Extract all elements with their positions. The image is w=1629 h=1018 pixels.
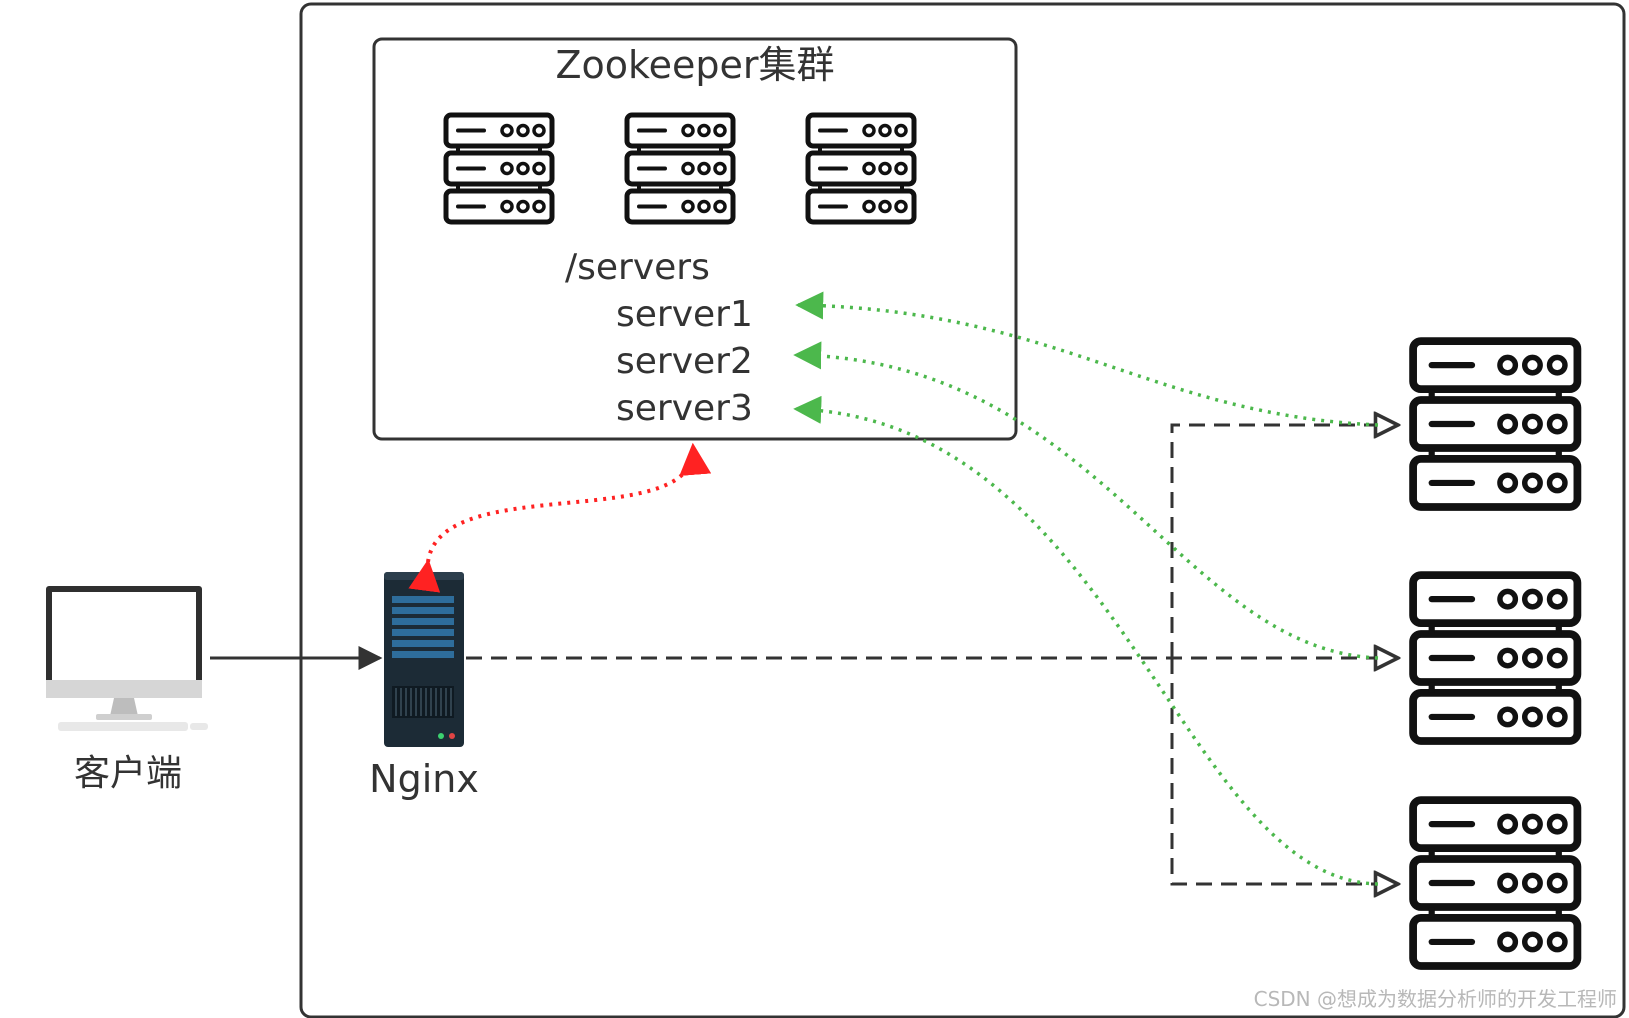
backend-server-2[interactable] bbox=[1413, 575, 1577, 741]
client-label: 客户端 bbox=[74, 753, 182, 794]
znode-server2: server2 bbox=[616, 341, 753, 382]
znode-servers-path: /servers bbox=[565, 247, 710, 288]
backend-server-1[interactable] bbox=[1413, 341, 1577, 507]
nginx-proxy[interactable]: Nginx bbox=[369, 572, 479, 801]
client-computer[interactable]: 客户端 bbox=[46, 586, 208, 794]
registration-links bbox=[793, 291, 1379, 886]
nginx-label: Nginx bbox=[369, 757, 479, 801]
backend-server-3[interactable] bbox=[1413, 800, 1577, 966]
zookeeper-node-2-icon bbox=[627, 115, 733, 222]
cluster-title: Zookeeper集群 bbox=[555, 43, 834, 87]
znode-server3: server3 bbox=[616, 388, 753, 429]
zookeeper-node-1-icon bbox=[446, 115, 552, 222]
tower-server-icon bbox=[384, 572, 464, 747]
znode-server1: server1 bbox=[616, 294, 753, 335]
zookeeper-cluster-box[interactable]: Zookeeper集群 /servers server1 server2 ser… bbox=[372, 37, 1018, 441]
system-boundary bbox=[299, 2, 1626, 1018]
desktop-monitor-icon bbox=[46, 586, 208, 731]
load-balancing-links bbox=[466, 425, 1398, 884]
watermark: CSDN @想成为数据分析师的开发工程师 bbox=[1253, 987, 1617, 1011]
nginx-zookeeper-link bbox=[408, 442, 712, 593]
zookeeper-node-3-icon bbox=[808, 115, 914, 222]
